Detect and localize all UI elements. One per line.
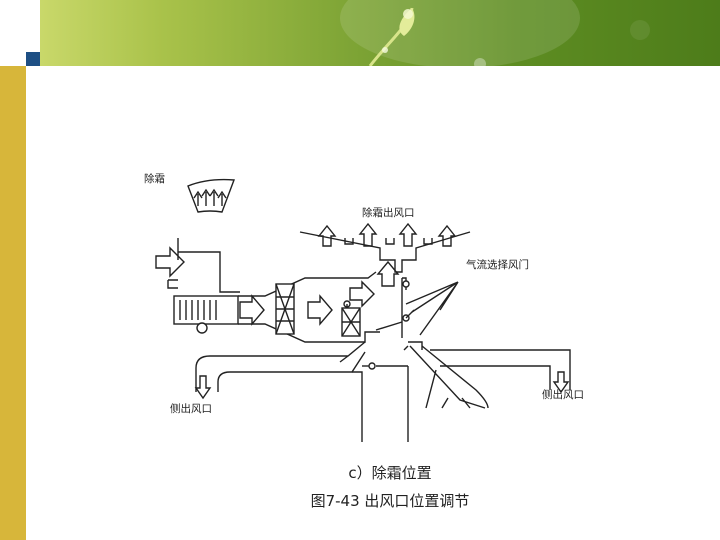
evaporator-core-icon — [275, 283, 295, 335]
left-lower-duct-inner — [217, 351, 366, 392]
floor-outlet-vanes — [425, 369, 471, 409]
side-outlet-right-arrow — [552, 371, 570, 394]
left-side-bar — [0, 66, 26, 540]
blower-fan-icon — [173, 295, 239, 334]
center-pivot — [368, 362, 376, 370]
flow-arrow-3 — [349, 280, 375, 308]
defrost-windshield-icon — [187, 178, 235, 213]
hvac-airflow-diagram: 除霜 除霜出风口 气流选择风门 侧出风口 侧出风口 — [144, 172, 584, 442]
airflow-selection-door — [375, 277, 423, 351]
figure-caption: 图7-43 出风口位置调节 — [310, 492, 470, 510]
floor-duct-right — [409, 345, 486, 409]
defrost-flow-arrow — [376, 260, 400, 287]
hvac-housing-outline — [238, 271, 380, 343]
defrost-duct-outline — [299, 231, 471, 273]
label-airflow-door: 气流选择风门 — [466, 258, 529, 271]
label-side-outlet-left: 侧出风口 — [170, 402, 212, 415]
label-side-outlet-right: 侧出风口 — [542, 388, 584, 401]
right-lower-duct — [430, 349, 571, 390]
center-left-duct — [352, 371, 363, 442]
flow-arrow-2 — [307, 294, 333, 326]
recirc-inlet-duct — [177, 238, 240, 293]
header-banner — [40, 0, 720, 66]
inlet-air-arrow — [155, 246, 185, 278]
label-defrost-outlet: 除霜出风口 — [362, 206, 415, 219]
heater-core-icon — [341, 300, 361, 337]
plant-sprout-icon — [340, 0, 650, 66]
left-lower-duct-outer — [195, 341, 366, 392]
floor-duct-right-inner — [421, 345, 489, 409]
corner-accent-square — [26, 52, 40, 66]
label-defrost: 除霜 — [144, 172, 165, 185]
door-leader-lines — [405, 281, 459, 336]
side-outlet-left-arrow — [194, 375, 212, 400]
inlet-flap — [167, 279, 178, 289]
flow-arrow-1 — [239, 294, 265, 326]
banner-left-gap — [0, 0, 40, 52]
figure-subcaption: c）除霜位置 — [348, 464, 432, 482]
defrost-outlet-arrows — [317, 222, 457, 247]
